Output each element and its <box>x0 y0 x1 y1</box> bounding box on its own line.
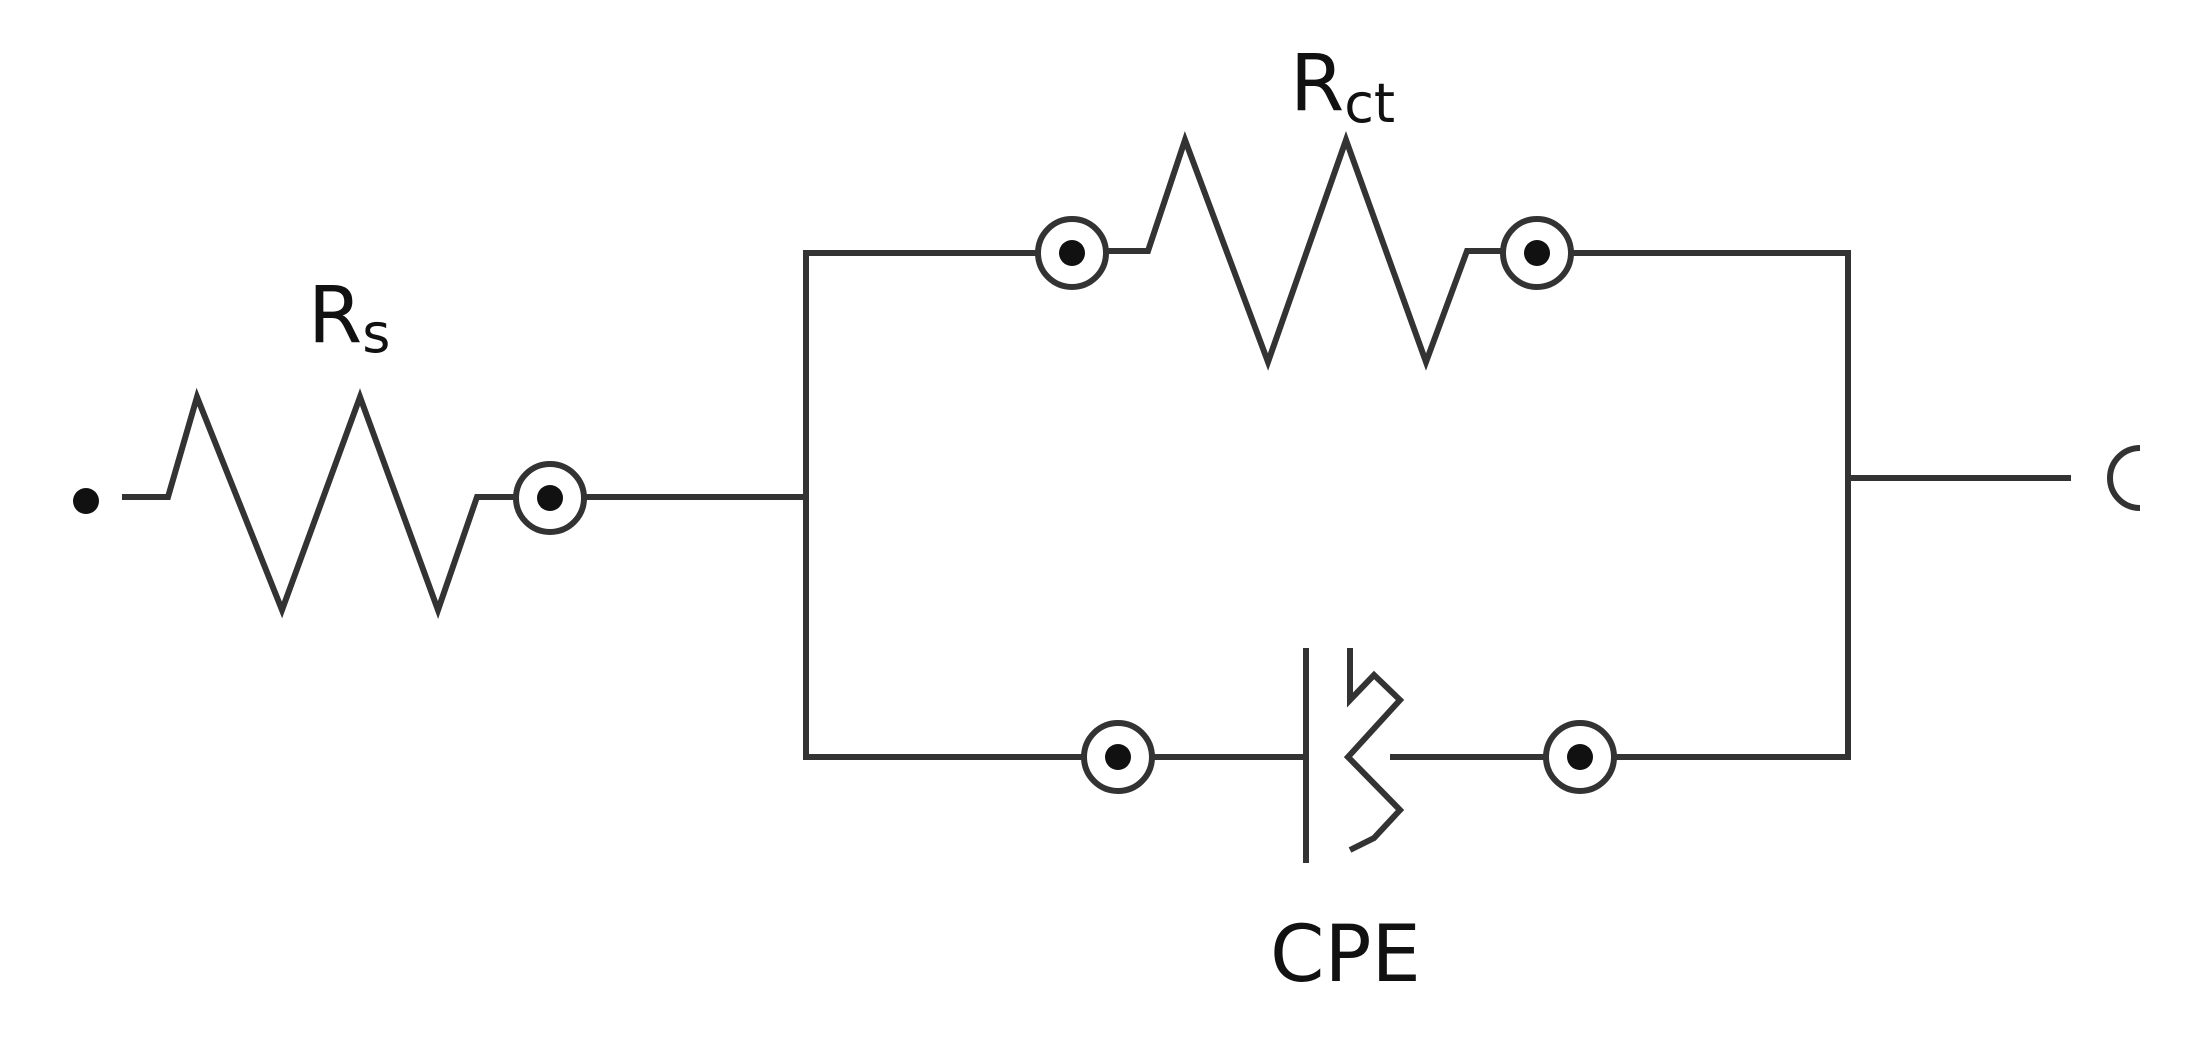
node-rct-right <box>1500 216 1574 290</box>
cpe-zigzag-element <box>1343 648 1405 853</box>
label-rct-sub: ct <box>1344 72 1395 135</box>
node-after-rs <box>513 461 587 535</box>
output-terminal <box>2107 445 2141 511</box>
label-rct-main: R <box>1290 39 1344 129</box>
node-cpe-left <box>1081 720 1155 794</box>
input-terminal-dot <box>73 488 99 514</box>
resistor-rs <box>122 387 520 619</box>
label-rct: Rct <box>1290 39 1395 135</box>
label-rs-main: R <box>308 271 362 361</box>
node-cpe-right <box>1543 720 1617 794</box>
label-cpe: CPE <box>1270 910 1421 1000</box>
resistor-rct <box>1106 130 1504 371</box>
label-rs: Rs <box>308 271 390 365</box>
node-rct-left <box>1035 216 1109 290</box>
label-rs-sub: s <box>362 302 390 365</box>
